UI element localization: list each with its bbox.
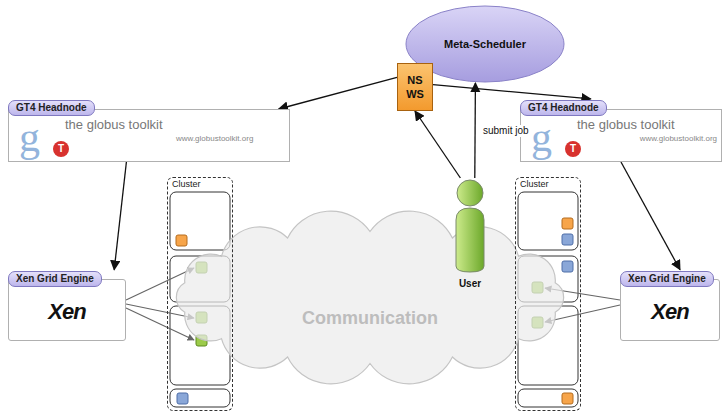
- shape-outline: [155, 205, 585, 390]
- globus-url: www.globustoolkit.org: [640, 134, 717, 144]
- cluster-label: Cluster: [172, 179, 201, 190]
- vm-arrow: [126, 308, 194, 340]
- cluster-node: Cluster: [167, 177, 233, 411]
- shape-outline: [446, 178, 494, 290]
- node-slot: [170, 389, 230, 407]
- vm-square: [562, 234, 573, 245]
- cluster-node: Cluster: [515, 177, 581, 411]
- scheduler-label: Meta-Scheduler: [444, 38, 526, 50]
- connector-arrow: [474, 83, 476, 178]
- engine-tab: Xen Grid Engine: [620, 271, 714, 287]
- user-label: User: [440, 278, 500, 290]
- cloud-label: Communication: [155, 307, 585, 329]
- vm-square: [176, 235, 187, 246]
- edge-label: submit job: [481, 125, 531, 137]
- globus-logo-mark: T: [53, 141, 69, 157]
- headnode-tab: GT4 Headnode: [8, 100, 95, 116]
- vm-square: [562, 218, 573, 229]
- xen-node: Xen Grid EngineXen: [620, 279, 720, 341]
- xen-node: Xen Grid EngineXen: [8, 279, 126, 341]
- gt4-node: GT4 Headnodegthe globus toolkitwww.globu…: [520, 109, 722, 162]
- vm-square: [562, 393, 573, 404]
- gt4-node: GT4 Headnodegthe globus toolkitwww.globu…: [8, 109, 290, 162]
- globus-logo-letter: g: [531, 116, 552, 158]
- node-slot: [518, 192, 578, 250]
- engine-tab: Xen Grid Engine: [8, 271, 102, 287]
- node-slots: [170, 192, 578, 407]
- vm-square: [562, 261, 573, 272]
- cluster-label: Cluster: [520, 179, 549, 190]
- user-head: [457, 180, 483, 206]
- globus-url: www.globustoolkit.org: [176, 134, 253, 144]
- service-label: NS WS: [404, 73, 426, 101]
- cloud-shape: [176, 211, 563, 384]
- xen-logo: Xen: [621, 300, 719, 324]
- node-slot: [170, 192, 230, 250]
- headnode-tab: GT4 Headnode: [520, 100, 607, 116]
- cloud-node: Communication: [155, 205, 585, 390]
- globus-title: the globus toolkit: [577, 117, 675, 132]
- node-slot: [518, 389, 578, 407]
- connector-arrow: [279, 77, 397, 109]
- connector-arrow: [114, 162, 126, 270]
- user-node: User: [446, 178, 494, 290]
- xen-logo: Xen: [9, 300, 125, 324]
- ns-node: NS WS: [397, 63, 433, 111]
- globus-logo-letter: g: [19, 116, 40, 158]
- connector-arrow: [415, 111, 460, 178]
- globus-title: the globus toolkit: [65, 117, 163, 132]
- user-body: [456, 208, 484, 272]
- connector-arrow: [433, 85, 591, 99]
- connector-arrow: [621, 162, 680, 270]
- globus-logo-mark: T: [565, 141, 581, 157]
- vm-square: [177, 393, 188, 404]
